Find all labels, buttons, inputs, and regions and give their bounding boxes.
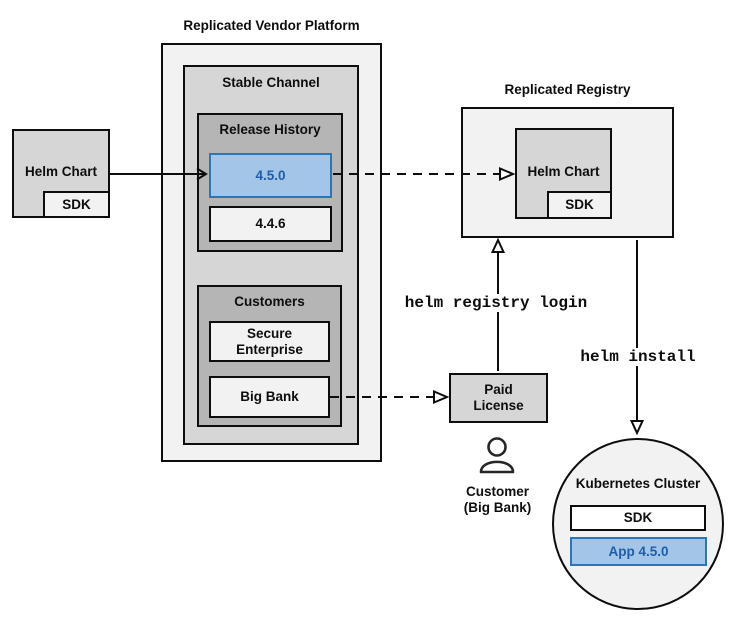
paid-license-box: Paid License [449, 373, 548, 423]
helm-install-command: helm install [578, 348, 698, 366]
customer-secure-enterprise-label: Secure Enterprise [236, 325, 303, 357]
helm-registry-login-command: helm registry login [402, 294, 590, 312]
cluster-app-label: App 4.5.0 [608, 543, 669, 559]
vendor-platform-title: Replicated Vendor Platform [183, 18, 360, 33]
customers-label: Customers [234, 294, 305, 309]
customer-secure-enterprise-box: Secure Enterprise [209, 321, 330, 362]
helm-chart-source-label: Helm Chart [24, 163, 97, 179]
paid-license-label: Paid License [473, 382, 524, 413]
release-4-5-0-label: 4.5.0 [255, 167, 286, 183]
sdk-registry-box: SDK [547, 191, 612, 219]
customer-big-bank-label: Big Bank [240, 389, 299, 405]
cluster-sdk-box: SDK [570, 505, 706, 531]
customer-person-icon [479, 437, 515, 474]
release-4-4-6-box: 4.4.6 [209, 206, 332, 242]
helm-chart-registry-label: Helm Chart [527, 163, 600, 179]
customer-caption: Customer (Big Bank) [447, 484, 548, 516]
cluster-sdk-label: SDK [623, 510, 653, 526]
release-4-4-6-label: 4.4.6 [255, 216, 286, 232]
arrow-bigbank-to-license-head [433, 389, 450, 405]
arrow-license-to-registry-head [490, 237, 506, 253]
customer-big-bank-box: Big Bank [209, 376, 330, 418]
sdk-source-label: SDK [62, 196, 91, 212]
kubernetes-cluster-label: Kubernetes Cluster [575, 476, 701, 491]
release-4-5-0-box: 4.5.0 [209, 153, 332, 198]
replicated-registry-title: Replicated Registry [504, 82, 631, 97]
release-history-label: Release History [219, 122, 321, 137]
sdk-source-box: SDK [43, 191, 110, 218]
stable-channel-label: Stable Channel [222, 75, 320, 90]
arrow-registry-to-cluster-head [629, 420, 645, 436]
customer-caption-text: Customer (Big Bank) [463, 484, 532, 515]
sdk-registry-label: SDK [565, 197, 594, 213]
cluster-app-box: App 4.5.0 [570, 537, 707, 566]
